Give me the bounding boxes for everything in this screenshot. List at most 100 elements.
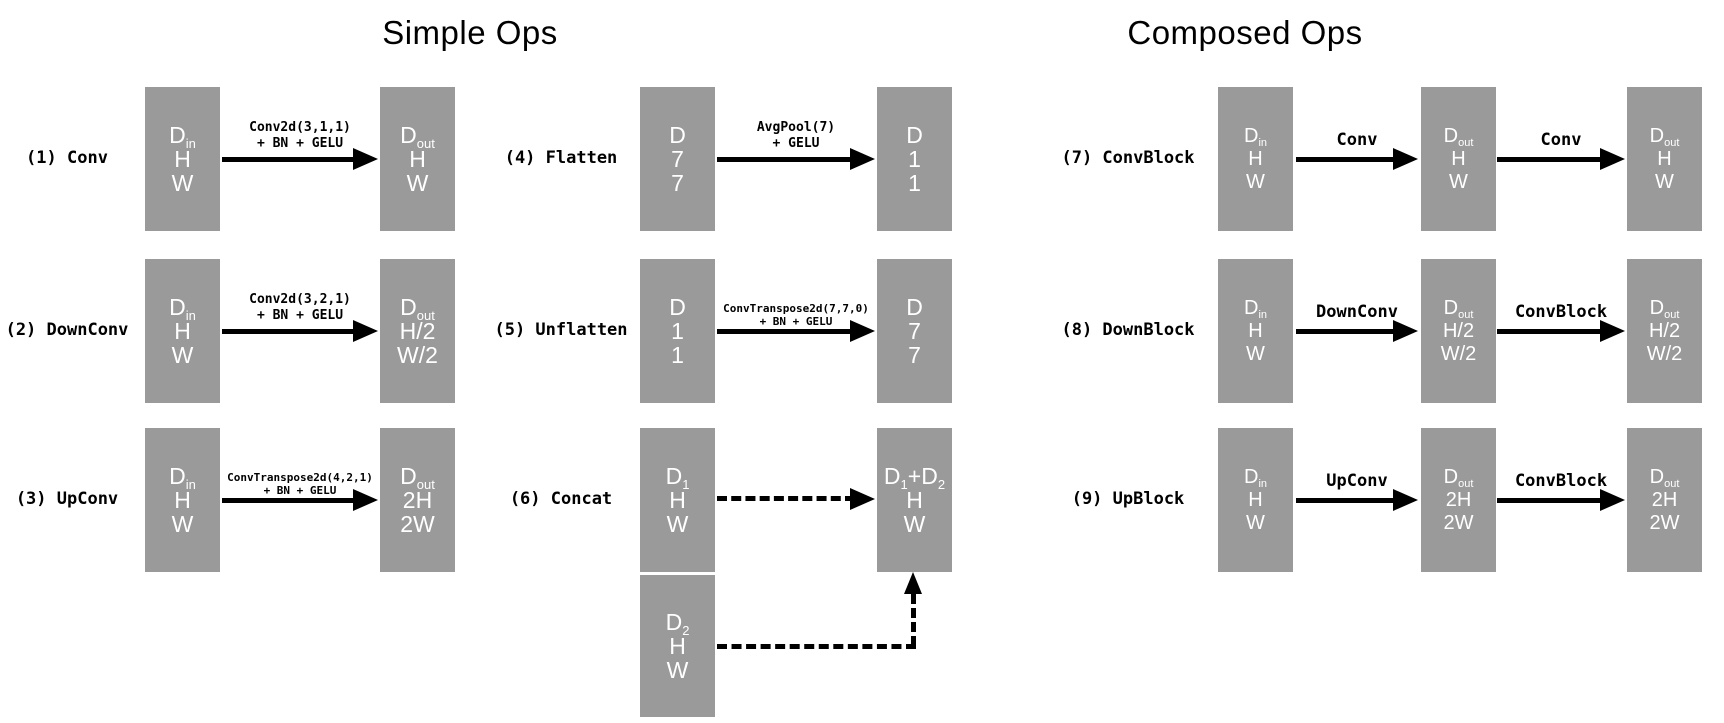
arrow-label: ConvTranspose2d(4,2,1) + BN + GELU <box>227 471 373 497</box>
tensor-dim-line: H <box>1451 147 1466 170</box>
tensor-dim-line: 2W <box>1443 511 1474 534</box>
arrow-label: ConvBlock <box>1514 471 1608 491</box>
tensor-dim-line: Din <box>169 122 196 151</box>
tensor-dim-line: H <box>1248 319 1263 342</box>
op-label-conv: (1) Conv <box>26 148 108 168</box>
tensor-box-output: D 1 1 <box>877 87 952 231</box>
tensor-dim-line: H/2 <box>399 318 436 344</box>
tensor-box-middle: Dout 2H 2W <box>1421 428 1496 572</box>
tensor-dim-line: Din <box>1243 296 1267 321</box>
tensor-box-input: Din H W <box>1218 259 1293 403</box>
arrow-shaft <box>222 157 358 162</box>
arrowhead-icon <box>1600 148 1625 170</box>
arrowhead-icon <box>1600 489 1625 511</box>
tensor-dim-line: Din <box>1243 124 1267 149</box>
up-arrowhead-icon <box>904 572 922 594</box>
tensor-dim-line: H <box>1657 147 1672 170</box>
tensor-box-output: Dout H/2 W/2 <box>1627 259 1702 403</box>
tensor-dim-line: Dout <box>1649 124 1680 149</box>
tensor-dim-line: W <box>1246 342 1265 365</box>
tensor-dim-line: 2H <box>402 487 433 513</box>
tensor-dim-line: H <box>1248 488 1263 511</box>
tensor-box-output: Dout H W <box>380 87 455 231</box>
arrow-label: UpConv <box>1326 471 1388 491</box>
arrowhead-icon <box>353 320 378 342</box>
tensor-dim-line: 2W <box>400 511 435 537</box>
tensor-dim-line: 2H <box>1445 488 1472 511</box>
tensor-dim-line: Dout <box>1443 296 1474 321</box>
tensor-box-input: Din H W <box>1218 428 1293 572</box>
arrow-shaft <box>1497 498 1605 503</box>
tensor-dim-line: H <box>409 146 426 172</box>
op-label-convblock: (7) ConvBlock <box>1061 148 1195 168</box>
tensor-dim-line: H <box>1248 147 1263 170</box>
tensor-box-input: D 1 1 <box>640 259 715 403</box>
arrowhead-icon <box>1600 320 1625 342</box>
tensor-dim-line: D <box>669 122 686 148</box>
dashed-connector-horizontal <box>717 644 916 649</box>
tensor-dim-line: 7 <box>671 146 684 172</box>
tensor-dim-line: D2 <box>665 609 690 638</box>
tensor-dim-line: W <box>1655 170 1674 193</box>
arrow-label: ConvTranspose2d(7,7,0) + BN + GELU <box>723 302 869 328</box>
tensor-dim-line: D <box>669 294 686 320</box>
arrow-shaft <box>1497 329 1605 334</box>
op-label-downblock: (8) DownBlock <box>1061 320 1195 340</box>
arrow-label: Conv2d(3,2,1) + BN + GELU <box>249 292 351 323</box>
tensor-dim-line: W <box>1246 511 1265 534</box>
op-label-downconv: (2) DownConv <box>5 320 129 340</box>
tensor-dim-line: W <box>406 170 429 196</box>
tensor-dim-line: W <box>666 657 689 683</box>
tensor-box-input: D 7 7 <box>640 87 715 231</box>
arrowhead-icon <box>1393 320 1418 342</box>
tensor-dim-line: 7 <box>908 342 921 368</box>
op-label-upconv: (3) UpConv <box>15 489 119 509</box>
arrowhead-icon <box>353 489 378 511</box>
arrow-label: Conv2d(3,1,1) + BN + GELU <box>249 120 351 151</box>
tensor-box-output: Dout 2H 2W <box>380 428 455 572</box>
tensor-dim-line: Dout <box>1649 465 1680 490</box>
tensor-dim-line: D <box>906 122 923 148</box>
tensor-dim-line: 1 <box>908 170 921 196</box>
arrowhead-icon <box>353 148 378 170</box>
tensor-dim-line: H <box>174 318 191 344</box>
tensor-dim-line: W <box>1246 170 1265 193</box>
arrowhead-icon <box>850 320 875 342</box>
tensor-box-middle: Dout H W <box>1421 87 1496 231</box>
tensor-dim-line: 2H <box>1651 488 1678 511</box>
tensor-box-output: Dout H/2 W/2 <box>380 259 455 403</box>
op-label-flatten: (4) Flatten <box>504 148 618 168</box>
tensor-dim-line: W/2 <box>1440 342 1477 365</box>
tensor-dim-line: D1 <box>665 463 690 492</box>
arrow-shaft <box>1497 157 1605 162</box>
tensor-dim-line: 7 <box>908 318 921 344</box>
tensor-dim-line: W <box>666 511 689 537</box>
arrow-shaft <box>1296 329 1398 334</box>
tensor-box-input: Din H W <box>145 87 220 231</box>
tensor-dim-line: H <box>906 487 923 513</box>
tensor-box-input: Din H W <box>1218 87 1293 231</box>
dashed-connector-vertical <box>911 594 916 646</box>
tensor-dim-line: W <box>903 511 926 537</box>
arrow-label: Conv <box>1336 130 1378 150</box>
tensor-dim-line: 1 <box>671 318 684 344</box>
op-label-upblock: (9) UpBlock <box>1071 489 1185 509</box>
tensor-dim-line: H <box>174 487 191 513</box>
tensor-dim-line: W <box>171 170 194 196</box>
tensor-dim-line: Dout <box>400 294 435 323</box>
op-label-unflatten: (5) Unflatten <box>494 320 628 340</box>
tensor-dim-line: W <box>171 342 194 368</box>
tensor-box-input: Din H W <box>145 428 220 572</box>
arrow-label: AvgPool(7) + GELU <box>756 120 836 151</box>
arrow-shaft <box>222 498 358 503</box>
tensor-dim-line: D <box>906 294 923 320</box>
tensor-dim-line: Dout <box>1443 465 1474 490</box>
tensor-dim-line: Dout <box>1443 124 1474 149</box>
tensor-dim-line: 7 <box>671 170 684 196</box>
tensor-dim-line: 1 <box>671 342 684 368</box>
tensor-dim-line: H/2 <box>1648 319 1681 342</box>
section-title-simple-ops: Simple Ops <box>382 14 558 51</box>
arrowhead-icon <box>1393 148 1418 170</box>
op-label-concat: (6) Concat <box>509 489 613 509</box>
